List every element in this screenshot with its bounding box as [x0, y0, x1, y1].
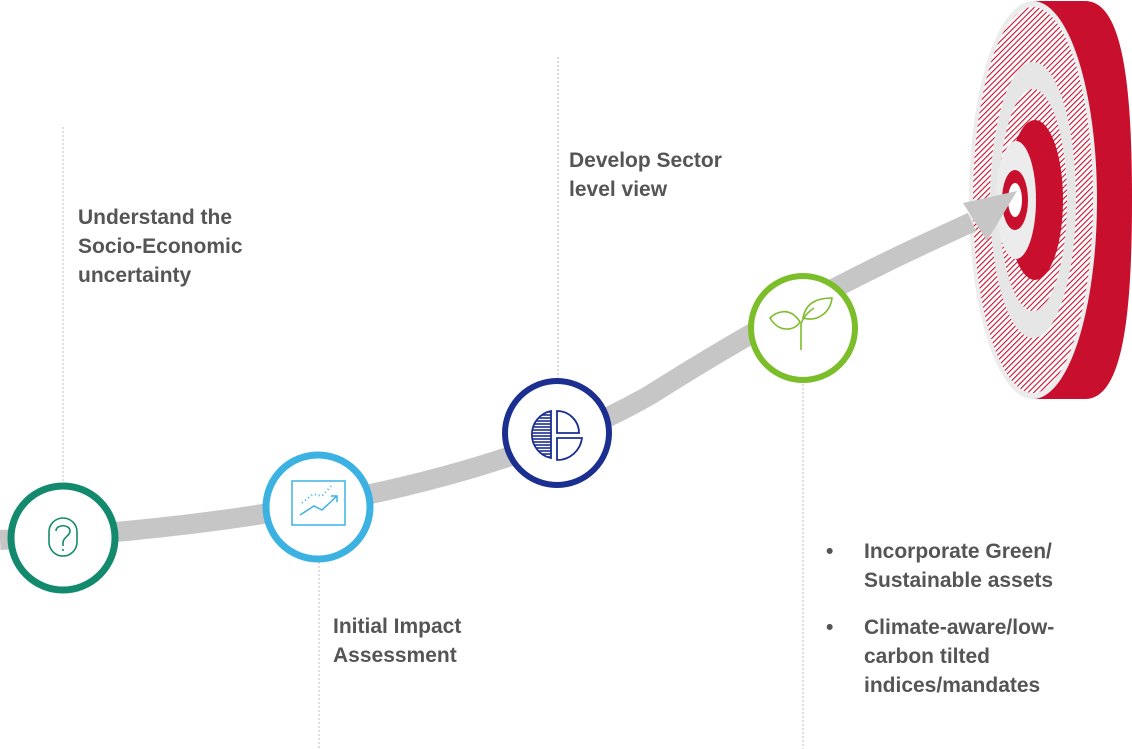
step4-node [748, 273, 858, 383]
step1-label-line: Socio-Economic [78, 235, 243, 258]
step1-label-line: uncertainty [78, 264, 192, 287]
bullet-point: • [826, 616, 834, 639]
step3-label-line: Develop Sector [569, 149, 722, 172]
progress-arrow-head [963, 191, 1017, 241]
step2-label: Initial Impact Assessment [333, 612, 593, 670]
step1-node [7, 482, 119, 594]
step3-label: Develop Sector level view [569, 146, 829, 204]
progress-arrow-body [0, 212, 977, 550]
step3-node [502, 378, 612, 488]
step1-label: Understand the Socio-Economic uncertaint… [78, 203, 338, 290]
step2-node [262, 451, 374, 563]
pie-chart-icon [531, 409, 584, 461]
step4-bullet-list: • Incorporate Green/ Sustainable assets … [817, 537, 1117, 718]
step3-label-line: level view [569, 178, 668, 201]
bullet-line: Sustainable assets [864, 569, 1054, 592]
bullet-line: carbon tilted [864, 645, 991, 668]
bullet-line: Climate-aware/low- [864, 616, 1055, 639]
bullet-line: Incorporate Green/ [864, 540, 1052, 563]
chart-trend-icon [291, 480, 346, 526]
step2-label-line: Initial Impact [333, 615, 462, 638]
step4-bullet-item: • Incorporate Green/ Sustainable assets [817, 537, 1117, 595]
sprout-icon [769, 297, 833, 350]
bullet-point: • [826, 540, 834, 563]
target-icon [969, 1, 1132, 399]
step1-label-line: Understand the [78, 206, 233, 229]
step4-bullet-item: • Climate-aware/low- carbon tilted indic… [817, 613, 1117, 700]
question-icon [48, 517, 78, 557]
bullet-line: indices/mandates [864, 674, 1041, 697]
step2-label-line: Assessment [333, 644, 457, 667]
